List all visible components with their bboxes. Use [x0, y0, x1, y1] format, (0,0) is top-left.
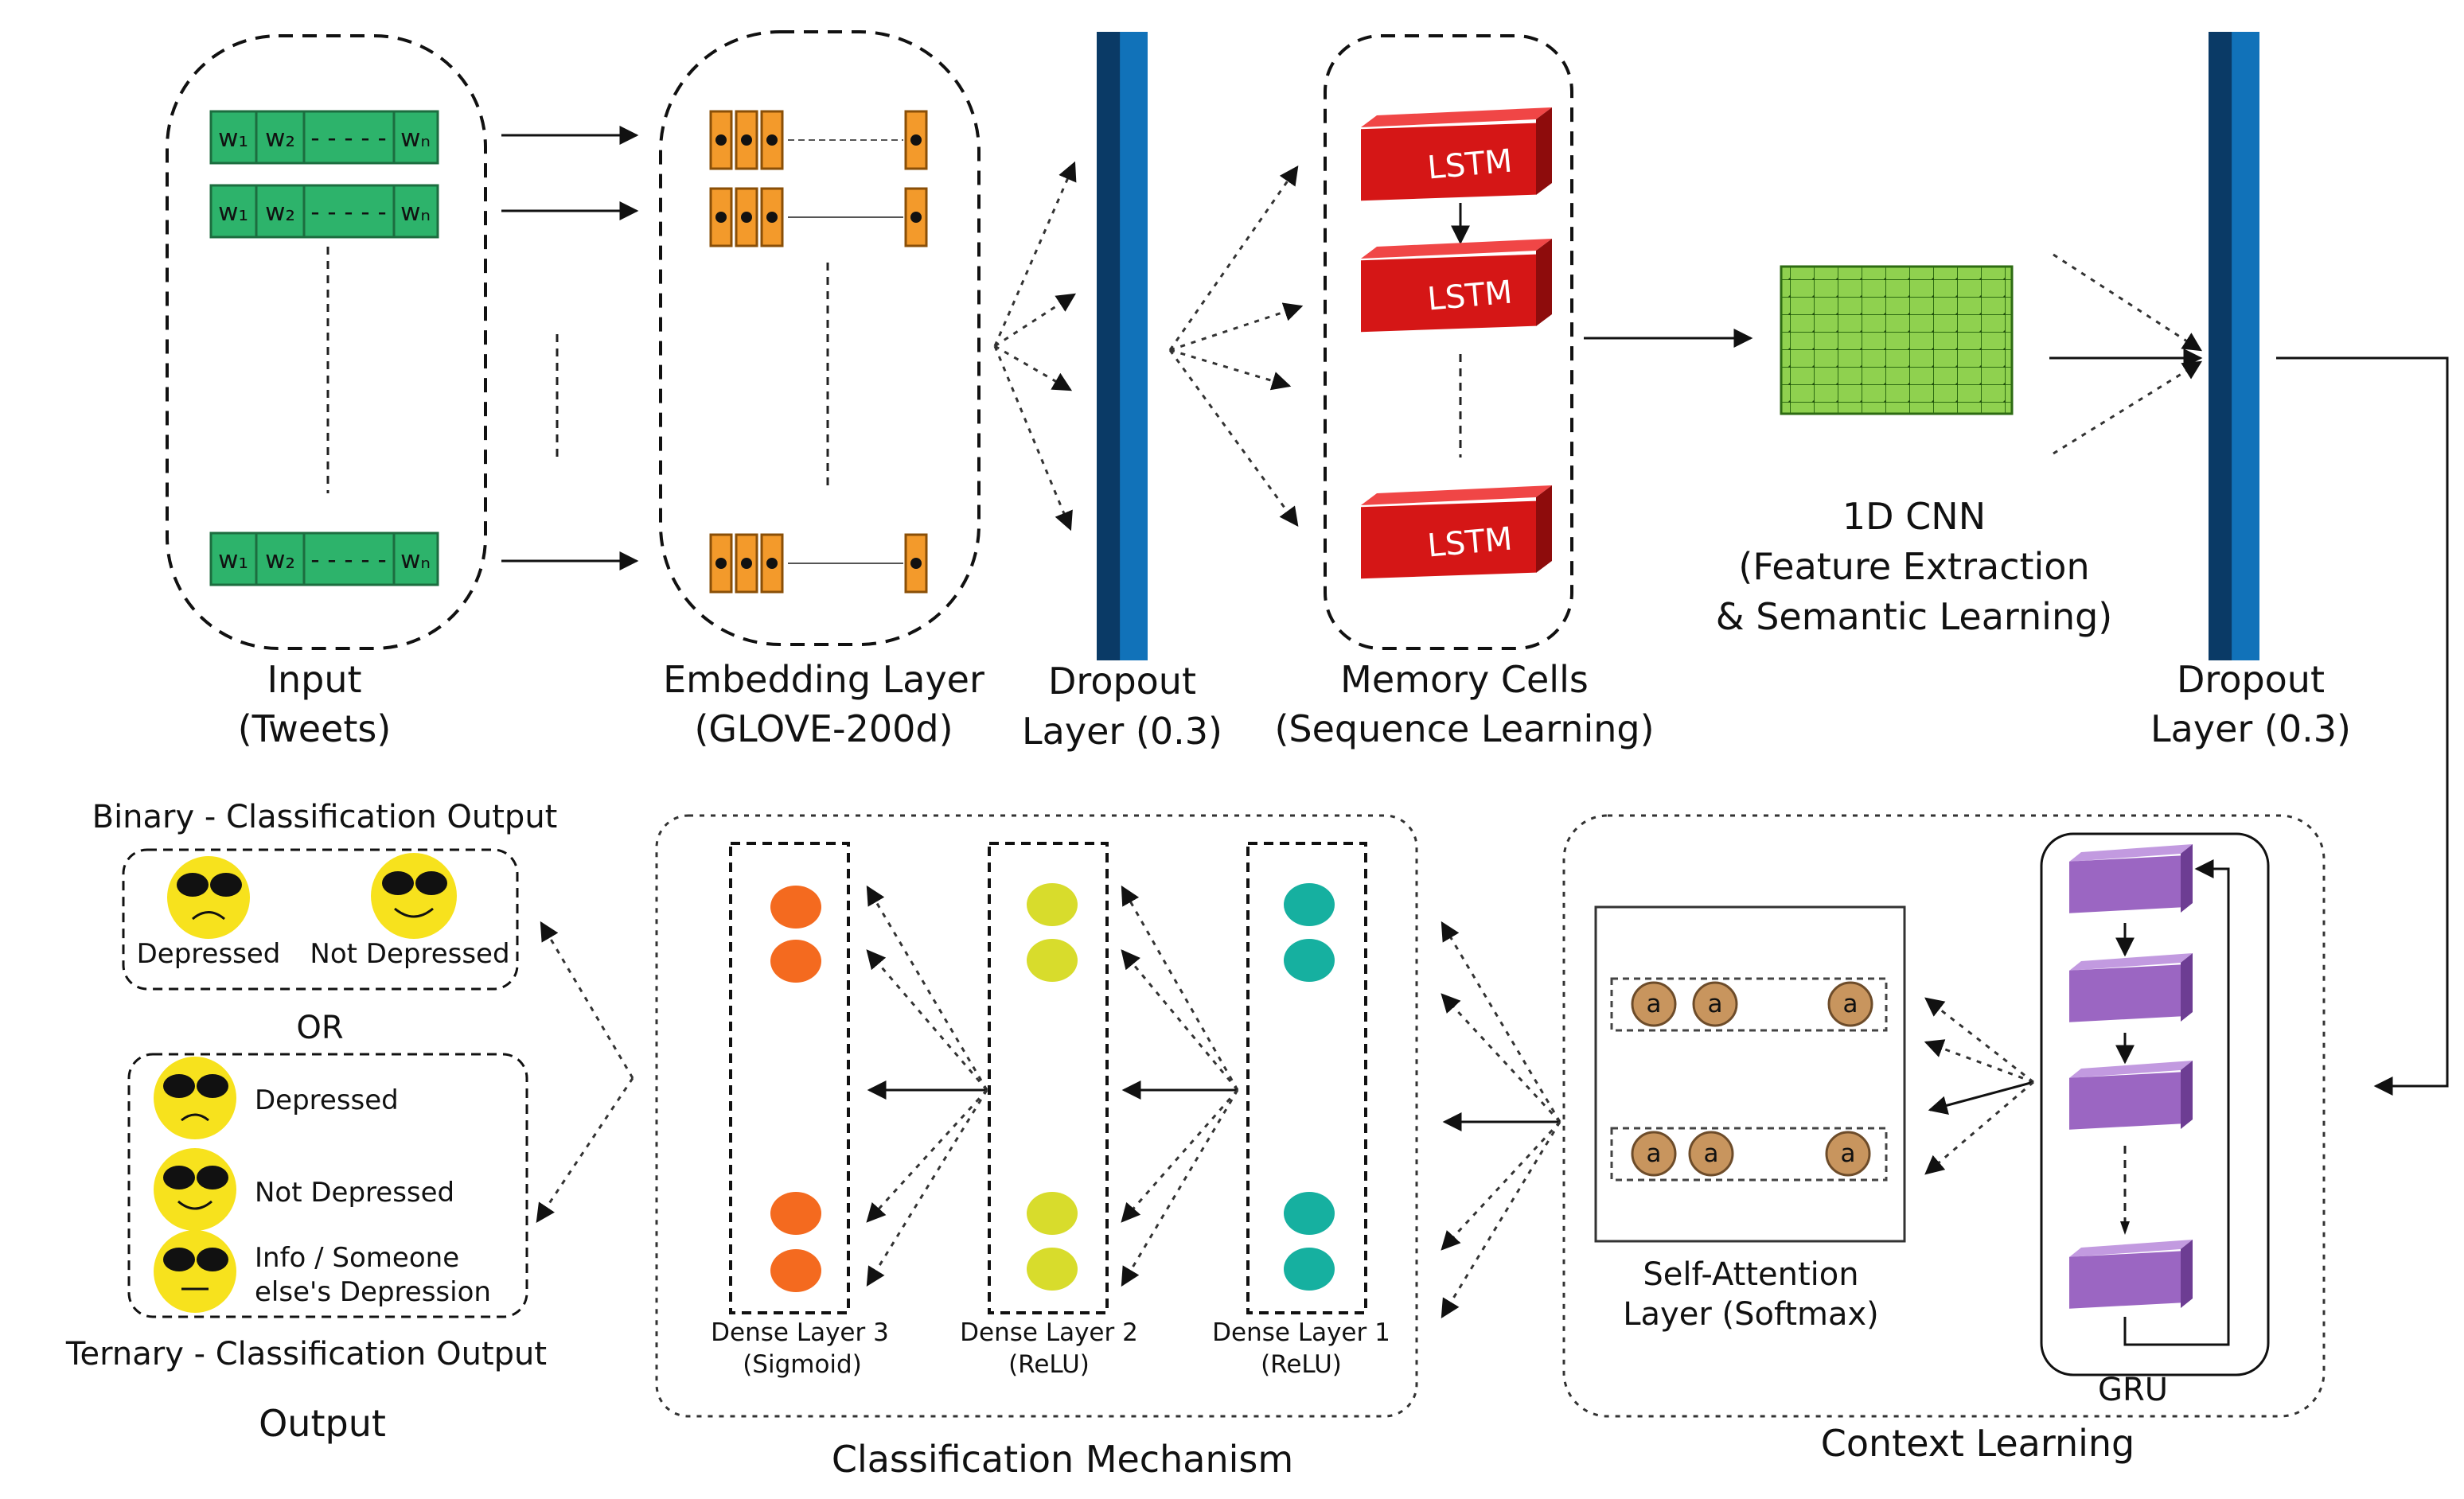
token-label: w₂: [265, 124, 295, 153]
dropout-sublabel: Layer (0.3): [1022, 710, 1222, 753]
dense-layer-2: Dense Layer 2 (ReLU): [960, 842, 1138, 1379]
ternary-option-info-2: else's Depression: [255, 1276, 491, 1308]
smile-face-icon: [371, 853, 457, 939]
attention-sublabel: Layer (Softmax): [1623, 1296, 1879, 1333]
lstm-cell-1: LSTM: [1361, 107, 1552, 201]
embedding-block: Embedding Layer (GLOVE-200d): [659, 30, 984, 750]
dense-layer-1: Dense Layer 1 (ReLU): [1212, 842, 1390, 1379]
gru-block: GRU: [2040, 832, 2270, 1408]
token-label: - - - - -: [310, 124, 386, 153]
memory-cells-block: LSTM LSTM LSTM Memory Cells (Sequence Le…: [1274, 34, 1655, 750]
gru-cell: [2069, 953, 2193, 1022]
dropout-label: Dropout: [2177, 658, 2325, 701]
input-label: Input: [267, 658, 361, 701]
token-row-1: w₁ w₂ - - - - - wₙ: [209, 110, 439, 165]
token-label: w₁: [218, 546, 248, 574]
attention-label: Self-Attention: [1643, 1256, 1858, 1293]
dense-layer-3: Dense Layer 3 (Sigmoid): [711, 842, 889, 1379]
ternary-output-title: Ternary - Classification Output: [65, 1336, 547, 1372]
fan-arrows-dense: [866, 885, 988, 1287]
binary-output-title: Binary - Classification Output: [92, 799, 558, 835]
lstm-label: LSTM: [1426, 274, 1514, 317]
gru-cell: [2069, 1240, 2193, 1309]
output-label: Output: [259, 1402, 386, 1445]
embedding-row-3: [709, 533, 928, 594]
sad-face-icon: [154, 1057, 236, 1139]
ternary-option-info: Info / Someone: [255, 1242, 459, 1274]
embedding-label: Embedding Layer: [663, 658, 984, 701]
context-learning-label: Context Learning: [1821, 1422, 2135, 1465]
dense2-label: Dense Layer 2: [960, 1318, 1138, 1347]
cnn-sublabel-2: & Semantic Learning): [1716, 595, 2113, 638]
lstm-cell-2: LSTM: [1361, 239, 1552, 333]
token-label: wₙ: [400, 198, 431, 227]
lstm-label: LSTM: [1426, 520, 1514, 564]
sad-face-icon: [167, 856, 250, 939]
context-learning-block: a a a a a a Self-Attention Layer (Softma…: [1562, 814, 2326, 1465]
attention-node-label: a: [1708, 990, 1723, 1018]
dense3-label: Dense Layer 3: [711, 1318, 889, 1347]
attention-node-label: a: [1841, 1139, 1856, 1168]
dense1-sublabel: (ReLU): [1261, 1350, 1342, 1379]
connector-arrow: [2276, 356, 2449, 1096]
token-label: - - - - -: [310, 198, 386, 227]
lstm-cell-3: LSTM: [1361, 485, 1552, 579]
attention-node-label: a: [1647, 990, 1662, 1018]
memory-sublabel: (Sequence Learning): [1274, 707, 1654, 750]
token-label: w₁: [218, 198, 248, 227]
dropout-layer-1: Dropout Layer (0.3): [1022, 32, 1222, 753]
binary-option-depressed: Depressed: [137, 938, 281, 970]
ternary-option-not-depressed: Not Depressed: [255, 1177, 454, 1209]
gru-cell: [2069, 1061, 2193, 1130]
fan-arrows-attention: [1441, 921, 1561, 1319]
dropout-layer-2: Dropout Layer (0.3): [2150, 32, 2351, 750]
gru-label: GRU: [2098, 1372, 2168, 1408]
smile-face-icon: [154, 1148, 236, 1231]
attention-node-label: a: [1843, 990, 1858, 1018]
token-label: wₙ: [400, 124, 431, 153]
dense1-label: Dense Layer 1: [1212, 1318, 1390, 1347]
or-label: OR: [296, 1010, 343, 1046]
cnn-block: 1D CNN (Feature Extraction & Semantic Le…: [1716, 265, 2113, 638]
cnn-sublabel: (Feature Extraction: [1738, 545, 2089, 588]
embedding-row-2: [709, 187, 928, 247]
dense2-sublabel: (ReLU): [1008, 1350, 1090, 1379]
output-section: Binary - Classification Output Depressed…: [65, 799, 634, 1445]
dropout-label: Dropout: [1048, 660, 1196, 703]
fan-arrows-cnn: [2049, 253, 2203, 455]
token-row-2: w₁ w₂ - - - - - wₙ: [209, 184, 439, 239]
gru-cell: [2069, 844, 2193, 913]
fan-arrows-gru: [1924, 997, 2034, 1175]
neutral-face-icon: [154, 1230, 236, 1313]
fan-arrows-dropout: [1168, 165, 1304, 527]
memory-label: Memory Cells: [1340, 658, 1589, 701]
token-label: w₂: [265, 546, 295, 574]
input-block: w₁ w₂ - - - - - wₙ w₁ w₂ - - - - - wₙ w₁…: [166, 34, 559, 750]
fan-arrows-embedding: [993, 161, 1077, 531]
token-label: wₙ: [400, 546, 431, 574]
input-sublabel: (Tweets): [238, 707, 392, 750]
self-attention-layer: a a a a a a Self-Attention Layer (Softma…: [1594, 905, 1906, 1333]
attention-node-label: a: [1647, 1139, 1662, 1168]
embedding-row-1: [709, 110, 928, 170]
embedding-sublabel: (GLOVE-200d): [694, 707, 953, 750]
classification-block: Dense Layer 3 (Sigmoid) Dense Layer 2 (R…: [655, 814, 1418, 1481]
dense3-sublabel: (Sigmoid): [743, 1350, 862, 1379]
token-row-3: w₁ w₂ - - - - - wₙ: [209, 531, 439, 586]
binary-option-not-depressed: Not Depressed: [310, 938, 509, 970]
token-label: - - - - -: [310, 546, 386, 574]
lstm-label: LSTM: [1426, 142, 1514, 186]
classification-label: Classification Mechanism: [832, 1438, 1293, 1481]
token-label: w₁: [218, 124, 248, 153]
fan-arrows-dense: [1121, 885, 1239, 1287]
cnn-label: 1D CNN: [1842, 495, 1986, 538]
ternary-option-depressed: Depressed: [255, 1084, 399, 1116]
token-label: w₂: [265, 198, 295, 227]
attention-node-label: a: [1704, 1139, 1719, 1168]
dropout-sublabel: Layer (0.3): [2150, 707, 2351, 750]
